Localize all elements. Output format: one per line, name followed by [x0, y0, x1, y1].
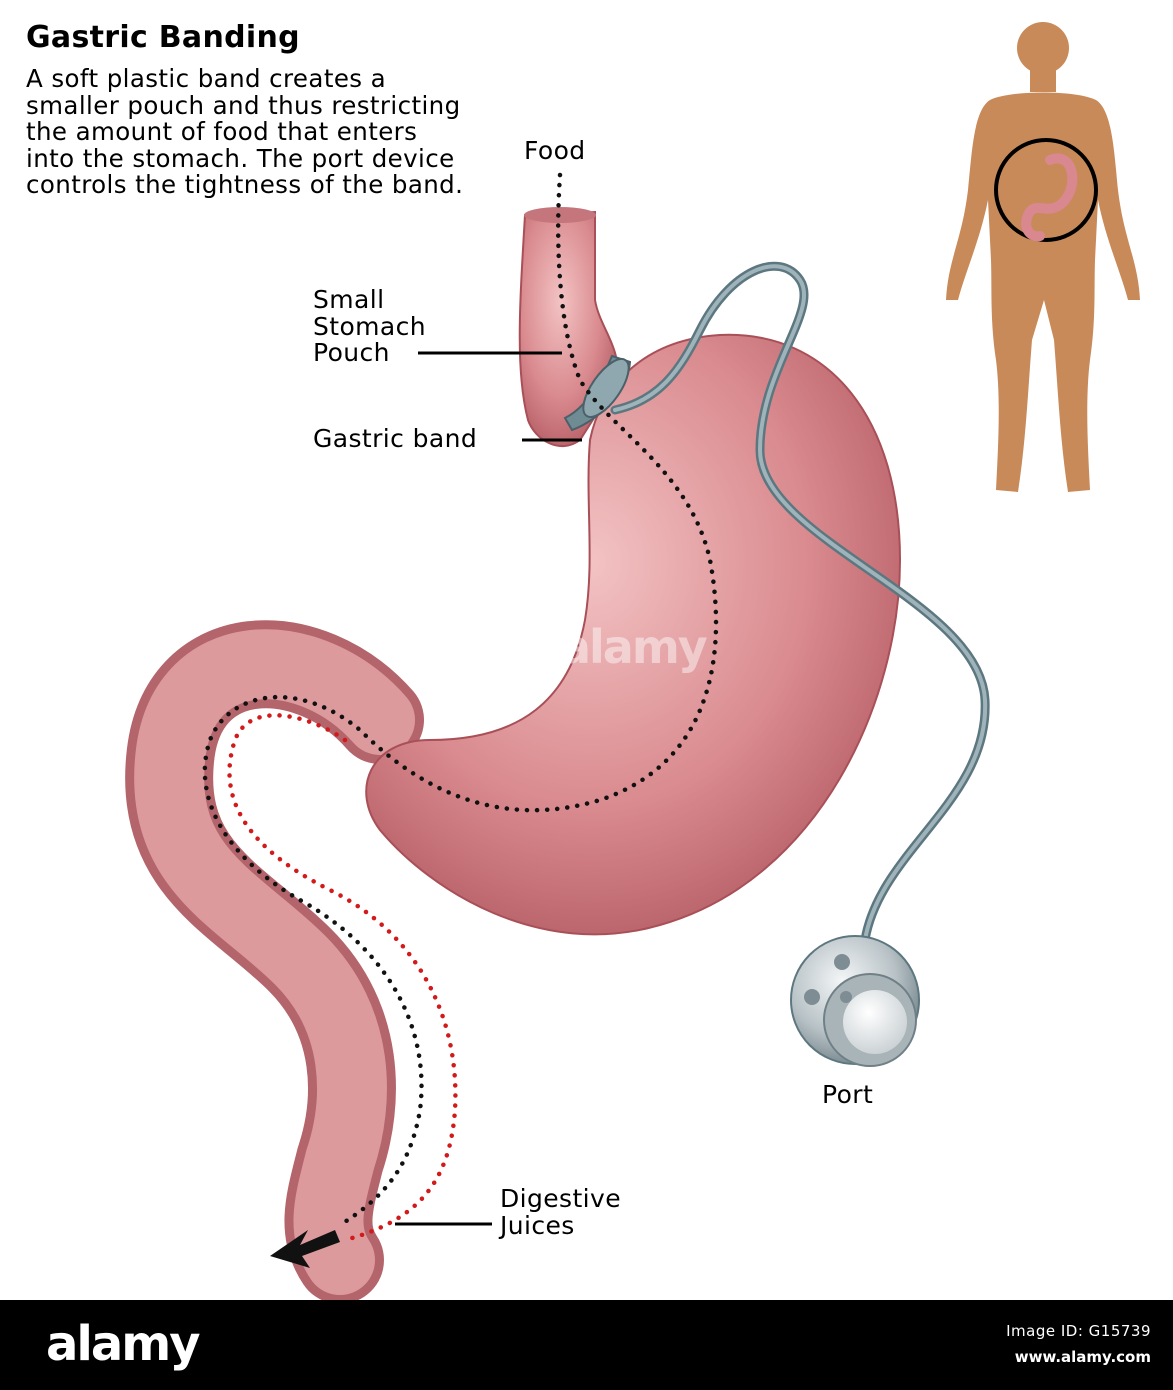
label-port: Port — [822, 1080, 874, 1109]
page-title: Gastric Banding — [26, 20, 300, 55]
port-device — [790, 935, 920, 1067]
watermark: alamy — [560, 620, 708, 674]
footer-bar: alamy Image ID: G15739 www.alamy.com — [0, 1300, 1173, 1390]
label-small-stomach-pouch: Small Stomach Pouch — [313, 285, 427, 367]
description: A soft plastic band creates a smaller po… — [26, 64, 464, 199]
footer-url[interactable]: www.alamy.com — [1014, 1348, 1151, 1366]
footer-brand-logo: alamy — [46, 1316, 201, 1372]
food-path — [202, 172, 719, 1228]
human-body-inset — [946, 22, 1140, 492]
gastric-band — [563, 354, 632, 432]
label-food: Food — [524, 136, 586, 165]
footer-image-id: Image ID: G15739 — [1006, 1322, 1151, 1340]
inset-highlight-circle — [994, 138, 1098, 242]
juice-path — [227, 713, 458, 1243]
exit-arrow — [270, 1230, 340, 1268]
label-digestive-juices: Digestive Juices — [500, 1184, 621, 1240]
label-gastric-band: Gastric band — [313, 424, 478, 453]
gastric-banding-illustration — [125, 22, 1140, 1300]
